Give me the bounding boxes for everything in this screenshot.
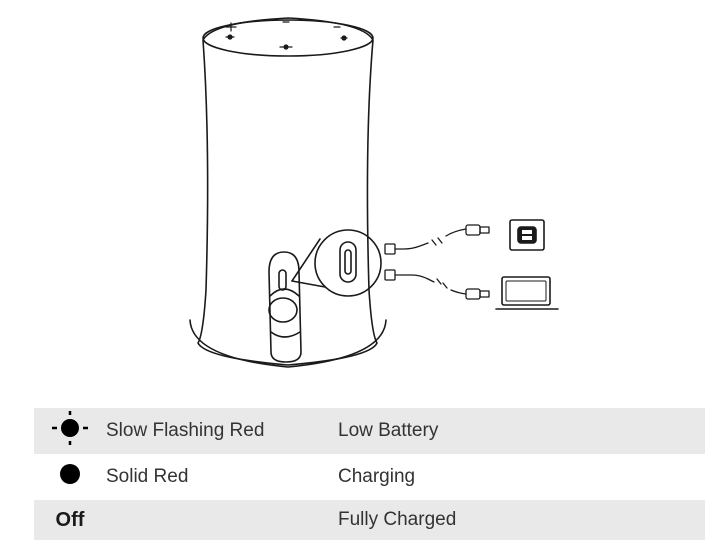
- table-row: Slow Flashing Red Low Battery: [34, 408, 705, 454]
- status-label: Solid Red: [106, 454, 338, 500]
- usb-c-port-icon: [291, 229, 382, 297]
- speaker-strap: [268, 251, 302, 363]
- charging-illustration: [189, 17, 559, 368]
- status-label: Slow Flashing Red: [106, 408, 338, 454]
- speaker-illustration: [189, 17, 387, 368]
- flashing-dot-icon: [52, 411, 88, 445]
- off-indicator: Off: [55, 508, 85, 531]
- status-label: [106, 500, 338, 540]
- led-status-table: Slow Flashing Red Low Battery Solid Red …: [34, 408, 705, 540]
- cable-to-laptop: [384, 269, 490, 300]
- meaning-label: Fully Charged: [338, 500, 705, 540]
- table-row: Off Fully Charged: [34, 500, 705, 540]
- meaning-label: Low Battery: [338, 408, 705, 454]
- cable-to-adapter: [384, 224, 490, 255]
- power-adapter-icon: [509, 219, 545, 251]
- solid-dot-icon: [60, 464, 80, 484]
- table-row: Solid Red Charging: [34, 454, 705, 500]
- meaning-label: Charging: [338, 454, 705, 500]
- laptop-icon: [495, 276, 559, 310]
- top-buttons: [225, 21, 348, 50]
